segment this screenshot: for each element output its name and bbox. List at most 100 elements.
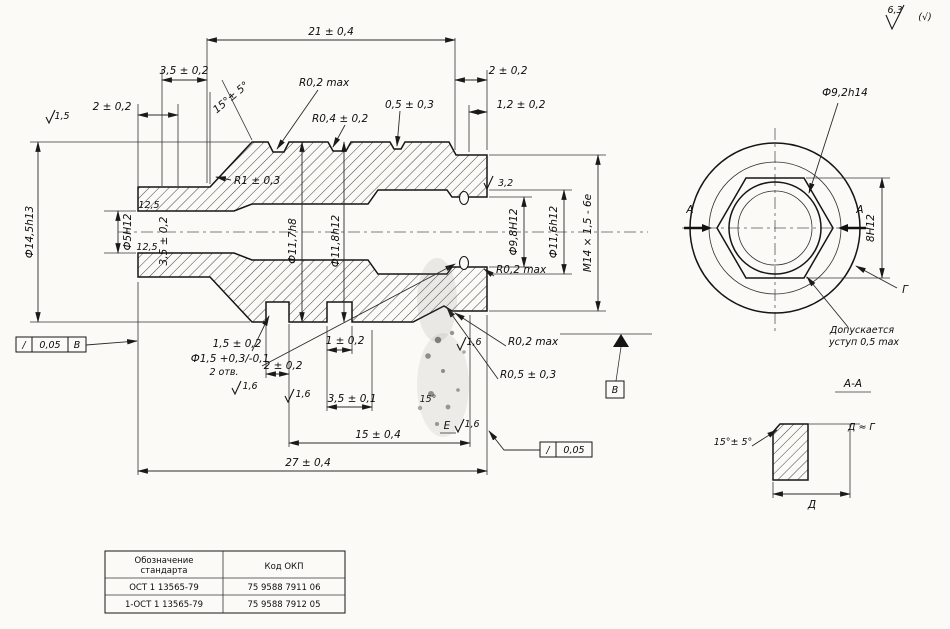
step-note-line2: уступ 0,5 max — [828, 337, 899, 348]
table-row: ОСТ 1 13565-79 75 9588 7911 06 — [129, 583, 320, 593]
d-equals-g-label: Д ≈ Г — [847, 422, 875, 433]
dim-d-label: Д — [807, 499, 816, 511]
front-view: А А 8H12 Ф9,2h14 Г Допускается уступ 0,5… — [682, 87, 909, 348]
cone-angle-label: 15°± 5° — [211, 79, 251, 116]
g-label: Г — [902, 284, 909, 296]
dim-1-5-groove-label: 1,5 ± 0,2 — [213, 338, 262, 350]
datum-letter: В — [612, 385, 619, 396]
section-letter-left: А — [685, 204, 693, 216]
thread-m14-label: M14 × 1,5 - 6e — [582, 194, 594, 272]
dim-3-5-top-label: 3,5 ± 0,2 — [160, 65, 209, 77]
standards-table: Обозначение стандарта Код ОКП ОСТ 1 1356… — [104, 550, 346, 614]
holes-count-label: 2 отв. — [209, 367, 238, 378]
standard-cell: ОСТ 1 13565-79 — [129, 583, 199, 593]
leader-lines — [85, 89, 540, 451]
section-aa-body — [772, 423, 809, 481]
dim-2-right-label: 2 ± 0,2 — [489, 65, 528, 77]
table-row: 1-ОСТ 1 13565-79 75 9588 7912 05 — [125, 600, 321, 610]
table-header-okp: Код ОКП — [265, 562, 304, 572]
dia-9-2-leader — [808, 102, 839, 194]
socket-bore-circle — [728, 181, 822, 275]
section-cut-a-a: А А — [684, 204, 866, 232]
table-header-standard-line2: стандарта — [140, 566, 187, 576]
dia-5-label: Ф5H12 — [122, 213, 134, 250]
dim-2-left-label: 2 ± 0,2 — [93, 101, 132, 113]
roughness-check-icon — [885, 4, 905, 31]
section-aa-view: А-А Д 15°± 5° Д ≈ Г — [714, 378, 876, 511]
dia-1-5-holes-label: Ф1,5 +0,3/-0,1 — [191, 353, 270, 365]
roughness-check-icon — [231, 380, 242, 396]
tolerance-datum-ref: В — [74, 340, 81, 351]
hex-af-label: 8H12 — [865, 214, 877, 242]
cross-holes — [458, 190, 470, 271]
section-arrow-icon — [702, 224, 712, 232]
roughness-1-6-c: 1,6 — [464, 419, 479, 430]
table-header-standard-line1: Обозначение — [135, 556, 194, 566]
radius-0-2-top-label: R0,2 max — [299, 77, 350, 89]
dim-2-bottom-label: 2 ± 0,2 — [264, 360, 303, 372]
part-lower-section — [137, 252, 488, 323]
dia-11-6-label: Ф11,6h12 — [548, 205, 560, 258]
tolerance-value: 0,05 — [563, 445, 584, 456]
step-note-leader — [806, 276, 849, 328]
groove-0-5-label: 0,5 ± 0,3 — [385, 99, 434, 111]
roughness-check-icon — [284, 388, 295, 404]
dimension-lines — [35, 37, 601, 474]
chamfer-angle-leader — [751, 429, 778, 447]
tolerance-frame-left: / 0,05 В — [15, 336, 87, 353]
section-aa-title: А-А — [843, 378, 862, 390]
radius-0-2-bottom-label: R0,2 max — [508, 336, 559, 348]
datum-triangle-icon — [613, 334, 629, 347]
roughness-12-5-b: 12,5 — [136, 242, 157, 253]
dia-11-8-label: Ф11,8h12 — [330, 214, 342, 267]
roughness-1-6-b: 1,6 — [295, 389, 310, 400]
okp-cell: 75 9588 7911 06 — [247, 583, 320, 593]
view-e-label: Е — [444, 420, 451, 432]
tolerance-frame-right: / 0,05 — [539, 441, 593, 458]
radius-0-5-bottom-label: R0,5 ± 0,3 — [500, 369, 556, 381]
roughness-check-icon — [456, 336, 467, 352]
dim-1-label: 1 ± 0,2 — [326, 335, 365, 347]
datum-flag-v: В — [605, 334, 629, 399]
roughness-3-2: 3,2 — [498, 178, 513, 189]
roughness-check-icon — [483, 175, 494, 191]
tolerance-symbol: / — [21, 340, 27, 351]
dim-3-5-bottom-label: 3,5 ± 0,1 — [328, 393, 377, 405]
step-note-line1: Допускается — [829, 325, 894, 336]
chamfer-angle-label: 15°± 5° — [714, 437, 753, 448]
roughness-12-5-a: 12,5 — [138, 200, 159, 211]
roughness-check-icon — [454, 418, 465, 434]
roughness-1-6-d: 1,6 — [466, 337, 481, 348]
dia-9-8-label: Ф9,8H12 — [508, 208, 520, 255]
radius-0-2-right-label: R0,2 max — [496, 264, 547, 276]
photocopy-stain-artifacts — [417, 258, 469, 437]
dim-1-2-label: 1,2 ± 0,2 — [497, 99, 546, 111]
tolerance-value: 0,05 — [39, 340, 60, 351]
general-roughness: 6,3 (√) — [885, 4, 932, 31]
inner-bore-circle — [737, 190, 813, 266]
dim-overall-21-label: 21 ± 0,4 — [308, 26, 354, 38]
roughness-1-5: 1,5 — [54, 111, 69, 122]
part-upper-section — [137, 141, 488, 212]
main-section-view: 21 ± 0,4 3,5 ± 0,2 2 ± 0,2 R0,2 max R0,4… — [15, 26, 652, 475]
hex-socket-outline — [716, 177, 834, 279]
okp-cell: 75 9588 7912 05 — [247, 600, 320, 610]
radius-1-label: R1 ± 0,3 — [234, 175, 280, 187]
dim-15-label: 15 ± 0,4 — [355, 429, 401, 441]
front-extension-lines — [806, 177, 890, 279]
roughness-value: 6,3 — [887, 5, 902, 16]
roughness-marks: 1,5 1,6 1,6 1,6 1,6 — [45, 109, 494, 434]
g-leader — [855, 265, 898, 289]
extension-lines — [30, 38, 652, 475]
section-letter-right: А — [855, 204, 863, 216]
dia-9-2-label: Ф9,2h14 — [822, 87, 868, 99]
angle-15-bottom-label: 15° — [420, 394, 437, 405]
dim-3-5-vert-label: 3,5 ± 0,2 — [158, 216, 170, 265]
section-arrow-icon — [838, 224, 848, 232]
dia-14-5-label: Ф14,5h13 — [24, 206, 36, 258]
roughness-alt: (√) — [918, 12, 931, 23]
roughness-check-icon — [45, 109, 56, 125]
radius-0-4-label: R0,4 ± 0,2 — [312, 113, 368, 125]
